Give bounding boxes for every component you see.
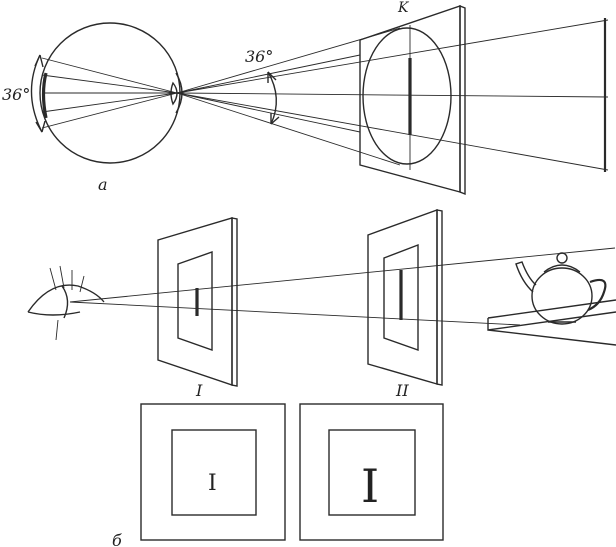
frame-i-panel xyxy=(157,217,233,386)
frame-k-circle xyxy=(362,27,452,165)
teapot-knob xyxy=(556,252,568,264)
teapot-body xyxy=(531,267,593,325)
teapot-spout xyxy=(515,261,537,293)
retina-image-arc xyxy=(41,72,48,119)
ray-inner-3 xyxy=(41,92,178,113)
eye-angle-arrow-bottom xyxy=(35,120,46,133)
field-angle-label: 36° xyxy=(245,47,273,66)
ray-outer-top xyxy=(176,19,609,94)
flat-frame-ii-letter: I xyxy=(361,459,379,513)
part-b-label: б xyxy=(112,531,122,547)
part-a-group: 36° 36° K а xyxy=(2,0,609,196)
frame-i-edge xyxy=(231,217,238,387)
field-angle-arrow-top xyxy=(267,71,277,83)
ray-axis xyxy=(176,92,609,98)
flat-frame-ii-inner xyxy=(328,429,416,516)
ray-circle-bottom xyxy=(176,92,401,166)
frame-ii-label: II xyxy=(395,381,409,400)
frame-i-window xyxy=(177,251,213,351)
part-a-label: а xyxy=(98,175,108,194)
ray-inner-2 xyxy=(41,74,178,94)
eye-angle-arrow-top xyxy=(34,54,44,68)
part-b-group: I I I II б xyxy=(27,209,616,547)
eye-profile-lid xyxy=(27,284,105,313)
flat-frame-ii-outer xyxy=(299,403,444,541)
eye-profile-lashes xyxy=(49,265,85,293)
frame-k-label: K xyxy=(397,0,410,16)
ray-inner-1 xyxy=(41,57,178,94)
eye-profile-lower xyxy=(27,311,81,316)
frame-ii-edge xyxy=(436,209,443,386)
frame-i-label: I xyxy=(195,381,203,400)
teapot-handle xyxy=(587,278,607,312)
ray-mid-bottom xyxy=(176,92,361,133)
eye-profile-lash-lower xyxy=(55,319,59,341)
frame-ii-window xyxy=(383,243,419,351)
flat-frame-i-inner xyxy=(171,429,257,516)
shelf xyxy=(487,299,616,346)
flat-frame-i-letter: I xyxy=(208,471,217,496)
sight-line-bottom xyxy=(69,301,521,326)
ray-inner-4 xyxy=(41,92,178,129)
field-angle-arc xyxy=(267,71,277,125)
teapot-lid xyxy=(543,264,581,273)
eye-angle-label: 36° xyxy=(2,85,30,104)
frame-k-edge xyxy=(459,4,466,196)
field-angle-arrow-bottom xyxy=(270,113,280,125)
eye-lens xyxy=(170,81,178,106)
eye-profile-cornea xyxy=(61,285,69,319)
sight-line-top xyxy=(69,247,616,303)
flat-frame-i-outer xyxy=(140,403,286,541)
ray-outer-bottom xyxy=(176,92,609,171)
